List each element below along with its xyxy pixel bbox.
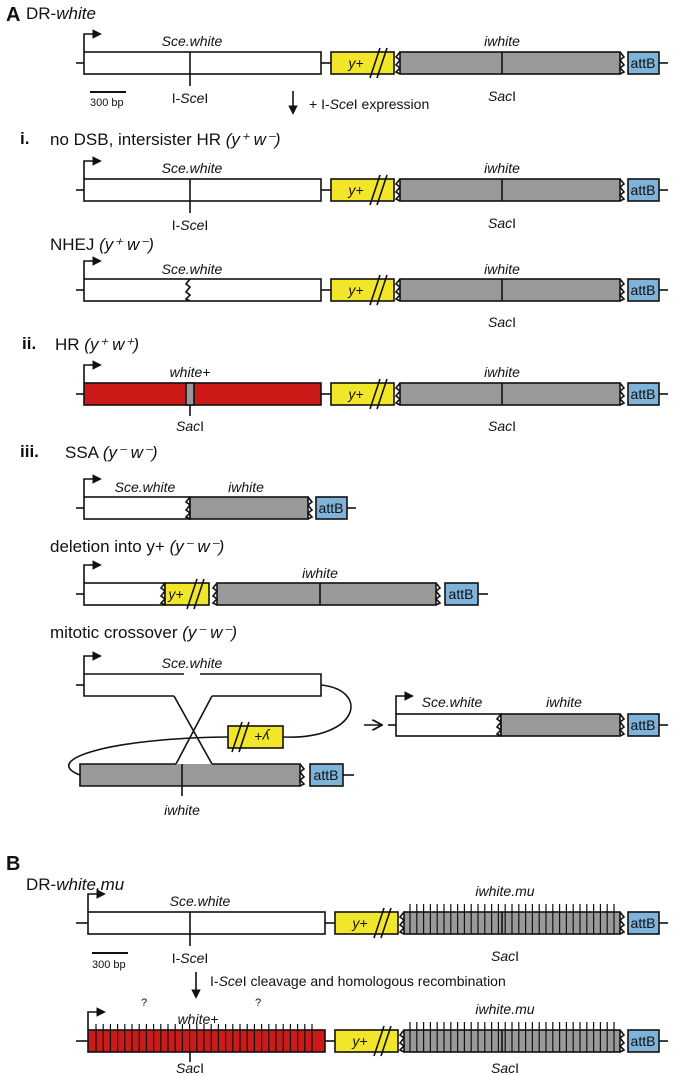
svg-text:iwhite: iwhite [302, 565, 338, 581]
svg-text:y+: y+ [351, 1033, 367, 1049]
svg-text:SacI: SacI [176, 418, 204, 434]
svg-text:attB: attB [631, 55, 656, 71]
svg-text:Sce.white: Sce.white [115, 479, 176, 495]
yellow-box [330, 51, 395, 75]
construct-ssa: Sce.white iwhite attB [76, 474, 356, 520]
svg-text:y+: y+ [347, 182, 363, 198]
svg-text:SacI: SacI [491, 1060, 519, 1076]
svg-text:SacI: SacI [488, 314, 516, 330]
svg-text:Sce.white: Sce.white [170, 893, 231, 909]
panel-b-construct-title: DR-white.mu [26, 875, 125, 894]
cleavage-label: I-SceI cleavage and homologous recombina… [210, 973, 506, 989]
svg-text:Sce.white: Sce.white [162, 33, 223, 49]
svg-text:Sce.white: Sce.white [162, 655, 223, 671]
section-ii-title: HR (y⁺ w⁺) [55, 335, 139, 354]
svg-text:Sce.white: Sce.white [162, 261, 223, 277]
iwhite-box [399, 51, 621, 75]
svg-text:attB: attB [319, 500, 344, 516]
section-iii-title: SSA (y⁻ w⁻) [65, 443, 158, 462]
mutation-ticks [409, 1022, 615, 1052]
svg-text:attB: attB [631, 717, 656, 733]
construct-deletion: y+ iwhite attB [76, 560, 488, 610]
crossover-diagram: Sce.white y+ iwhite attB [67, 651, 354, 818]
svg-text:attB: attB [449, 586, 474, 602]
svg-text:y+: y+ [347, 55, 363, 71]
svg-text:attB: attB [631, 915, 656, 931]
svg-text:attB: attB [631, 1033, 656, 1049]
svg-text:SacI: SacI [176, 1060, 204, 1076]
svg-text:Sce.white: Sce.white [162, 160, 223, 176]
svg-text:attB: attB [631, 282, 656, 298]
svg-text:iwhite: iwhite [484, 364, 520, 380]
svg-text:iwhite: iwhite [484, 33, 520, 49]
mutation-ticks [409, 904, 615, 934]
construct-crossover-product: Sce.white iwhite attB [388, 691, 668, 737]
svg-text:iwhite.mu: iwhite.mu [475, 1001, 534, 1017]
svg-text:iwhite: iwhite [228, 479, 264, 495]
section-i-title: no DSB, intersister HR (y⁺ w⁻) [50, 130, 281, 149]
construct-no-dsb: Sce.white I-SceI y+ iwhite SacI attB [76, 156, 668, 233]
section-i-number: i. [20, 129, 29, 148]
construct-hr: white+ SacI y+ iwhite SacI attB [76, 360, 668, 434]
section-iii-number: iii. [20, 442, 39, 461]
svg-text:attB: attB [631, 182, 656, 198]
panel-b-letter: B [6, 853, 20, 875]
svg-text:I-SceI: I-SceI [172, 217, 209, 233]
svg-text:?: ? [141, 997, 147, 1009]
svg-text:white+: white+ [178, 1011, 219, 1027]
svg-text:iwhite: iwhite [484, 261, 520, 277]
svg-text:y+: y+ [254, 729, 270, 745]
sce-white-box [83, 51, 322, 75]
svg-text:iwhite: iwhite [164, 802, 200, 818]
converted-mutation-ticks [95, 1024, 313, 1052]
loop-line [282, 684, 352, 738]
nhej-title: NHEJ (y⁺ w⁻) [50, 235, 154, 254]
svg-text:attB: attB [314, 767, 339, 783]
section-ii-number: ii. [22, 334, 36, 353]
scale-label: 300 bp [90, 97, 124, 109]
svg-text:?: ? [255, 997, 261, 1009]
svg-text:SacI: SacI [491, 948, 519, 964]
svg-text:attB: attB [631, 386, 656, 402]
svg-text:I-SceI: I-SceI [172, 90, 209, 106]
svg-text:SacI: SacI [488, 88, 516, 104]
expression-label: + I-SceI expression [309, 96, 429, 112]
panel-a-construct-title: DR-white [26, 4, 96, 23]
construct-nhej: Sce.white y+ iwhite SacI attB [76, 256, 668, 330]
svg-text:y+: y+ [351, 915, 367, 931]
loop-line-lower [67, 736, 229, 776]
scale-label-b: 300 bp [92, 959, 126, 971]
svg-text:y+: y+ [347, 282, 363, 298]
svg-text:y+: y+ [167, 586, 183, 602]
svg-text:Sce.white: Sce.white [422, 694, 483, 710]
svg-text:SacI: SacI [488, 215, 516, 231]
svg-text:SacI: SacI [488, 418, 516, 434]
construct-dr-white: Sce.white I-SceI y+ iwhite SacI attB [76, 29, 668, 106]
construct-dr-white-mu: Sce.white I-SceI y+ iwhite.mu SacI attB [76, 883, 668, 966]
panel-a-letter: A [6, 4, 20, 26]
svg-text:white+: white+ [170, 364, 211, 380]
svg-text:y+: y+ [347, 386, 363, 402]
svg-text:iwhite: iwhite [484, 160, 520, 176]
svg-text:iwhite.mu: iwhite.mu [475, 883, 534, 899]
deletion-title: deletion into y+ (y⁻ w⁻) [50, 537, 224, 556]
construct-dr-white-mu-hr: white+ ? ? SacI y+ iwhite.mu SacI attB [76, 997, 668, 1076]
crossover-title: mitotic crossover (y⁻ w⁻) [50, 623, 237, 642]
svg-text:iwhite: iwhite [546, 694, 582, 710]
promoter-arrow [83, 29, 102, 52]
svg-text:I-SceI: I-SceI [172, 950, 209, 966]
